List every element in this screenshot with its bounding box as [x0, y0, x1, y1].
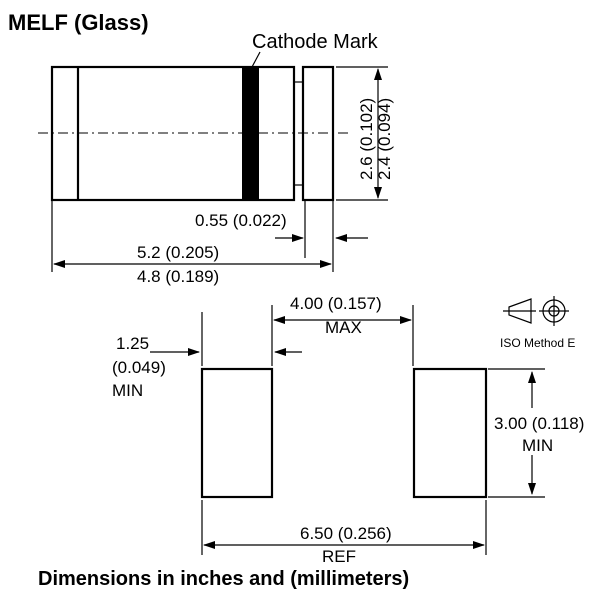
right-pad	[412, 367, 488, 499]
overall-qualifier-label: REF	[322, 547, 356, 566]
cathode-leader-line	[251, 51, 261, 68]
cathode-band	[242, 67, 259, 200]
iso-method-label: ISO Method E	[500, 336, 575, 350]
height-min-label: 2.4 (0.094)	[375, 98, 394, 180]
overall-label: 6.50 (0.256)	[300, 524, 392, 543]
pad-width-inch-label: (0.049)	[112, 358, 166, 377]
pad-height-value-label: 3.00 (0.118)	[494, 414, 584, 433]
gap-qualifier-label: MAX	[325, 318, 362, 337]
left-pad	[200, 367, 274, 499]
melf-body-view: Cathode Mark 2.6 (0.102) 2.4 (0.094) 0.5…	[38, 31, 394, 286]
pad-width-value-label: 1.25	[116, 334, 149, 353]
cap-length-label: 0.55 (0.022)	[195, 211, 287, 230]
height-max-label: 2.6 (0.102)	[357, 98, 376, 180]
pad-layout-view: 4.00 (0.157) MAX 1.25 (0.049) MIN 3.00 (…	[112, 294, 584, 566]
gap-label: 4.00 (0.157)	[290, 294, 382, 313]
iso-method-symbol: ISO Method E	[500, 296, 575, 350]
truncated-cone-icon	[508, 298, 532, 324]
length-max-label: 5.2 (0.205)	[137, 243, 219, 262]
length-min-label: 4.8 (0.189)	[137, 267, 219, 286]
pad-width-qualifier-label: MIN	[112, 381, 143, 400]
package-title: MELF (Glass)	[8, 10, 149, 35]
units-footer: Dimensions in inches and (millimeters)	[38, 568, 409, 590]
pad-height-qualifier-label: MIN	[522, 436, 553, 455]
cathode-mark-label: Cathode Mark	[252, 31, 379, 53]
